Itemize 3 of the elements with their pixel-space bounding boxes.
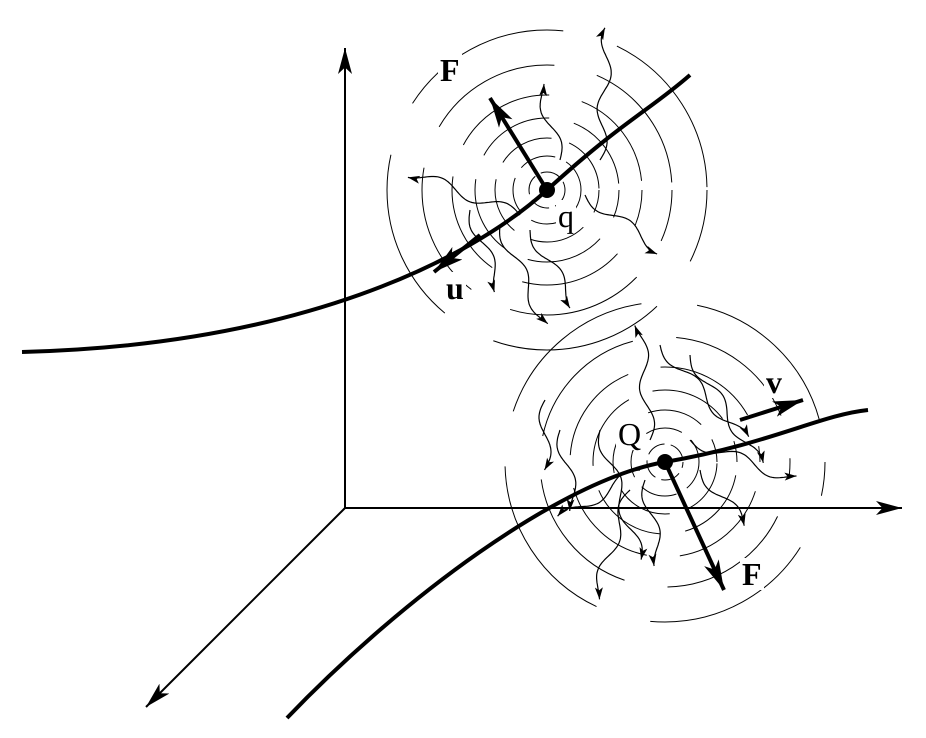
vector-label: F [740, 558, 764, 590]
charge-label: q [556, 200, 576, 232]
charge-label: Q [616, 418, 644, 450]
